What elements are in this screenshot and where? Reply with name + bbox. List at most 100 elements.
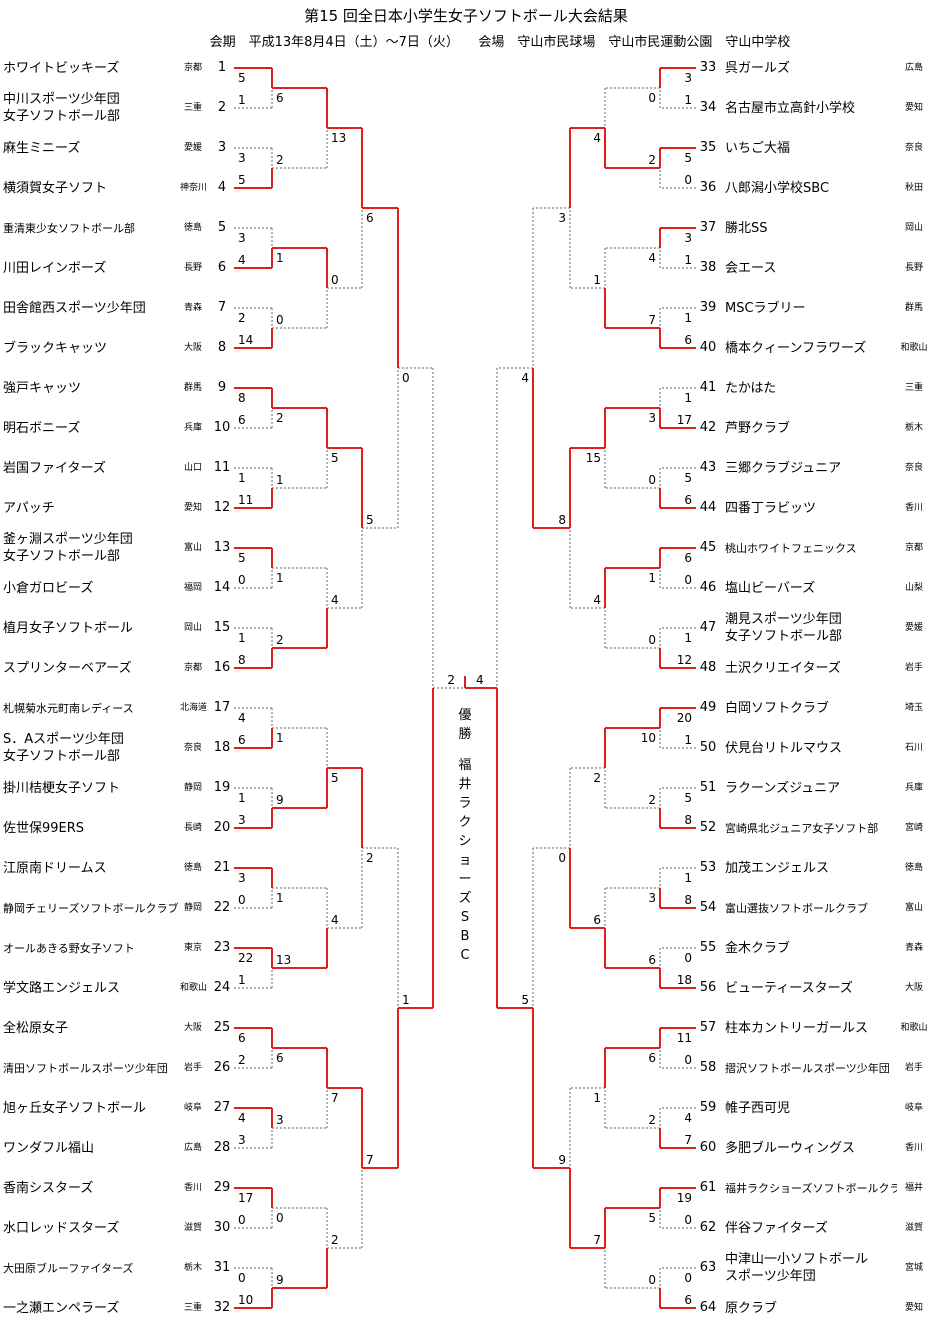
team-name: 八郎潟小学校SBC (725, 180, 830, 196)
score-label: 0 (684, 573, 692, 587)
team-row: MSCラブリー 群馬 39 (0, 288, 932, 328)
team-name: ブラックキャッツ (3, 340, 108, 356)
score-label: 1 (648, 571, 656, 585)
team-prefecture: 愛媛 (904, 623, 923, 633)
team-prefecture: 石川 (904, 743, 923, 753)
champion-title: 優勝 (458, 708, 472, 742)
score-label: 3 (684, 71, 692, 85)
team-prefecture: 三重 (183, 1303, 202, 1313)
team-number: 55 (699, 940, 717, 955)
score-label: 6 (684, 551, 692, 565)
team-number: 29 (213, 1180, 231, 1195)
final-score-right: 4 (476, 673, 484, 687)
team-name: 富山選抜ソフトボールクラブ (725, 901, 868, 915)
team-number: 13 (213, 540, 231, 555)
score-label: 0 (238, 893, 246, 907)
team-name: 中川スポーツ少年団女子ソフトボール部 (3, 92, 121, 124)
score-label: 4 (648, 251, 656, 265)
team-prefecture: 香川 (904, 1143, 923, 1153)
team-name: 中津山一小ソフトボールスポーツ少年団 (725, 1252, 869, 1284)
team-prefecture: 宮城 (904, 1263, 923, 1273)
team-prefecture: 長野 (904, 263, 923, 273)
team-number: 31 (213, 1260, 231, 1275)
score-label: 5 (684, 791, 692, 805)
team-name: スプリンターベアーズ (3, 660, 132, 676)
score-label: 3 (238, 1133, 246, 1147)
team-number: 12 (213, 500, 231, 515)
team-number: 39 (699, 300, 717, 315)
score-label: 2 (593, 771, 601, 785)
score-label: 1 (593, 273, 601, 287)
score-label: 4 (593, 593, 601, 607)
team-name: 塩山ビーバーズ (725, 580, 816, 596)
score-label: 8 (684, 893, 692, 907)
score-label: 9 (558, 1153, 566, 1167)
score-label: 20 (677, 711, 692, 725)
team-name: 芦野クラブ (725, 420, 791, 436)
team-number: 42 (699, 420, 717, 435)
team-name: 桃山ホワイトフェニックス (725, 541, 857, 555)
team-name: 摺沢ソフトボールスポーツ少年団 (725, 1061, 890, 1075)
team-name: MSCラブリー (725, 300, 806, 316)
score-label: 8 (238, 653, 246, 667)
score-label: 9 (276, 1273, 284, 1287)
score-label: 1 (684, 733, 692, 747)
score-label: 7 (331, 1091, 339, 1105)
team-prefecture: 岩手 (904, 1063, 923, 1073)
score-label: 1 (276, 473, 284, 487)
score-label: 1 (684, 311, 692, 325)
team-number: 25 (213, 1020, 231, 1035)
score-label: 5 (331, 451, 339, 465)
team-prefecture: 群馬 (904, 303, 923, 313)
team-number: 33 (699, 60, 717, 75)
team-prefecture: 兵庫 (183, 423, 202, 433)
team-name: 多肥ブルーウィングス (725, 1140, 856, 1156)
team-name: 明石ボニーズ (3, 420, 81, 436)
score-label: 1 (238, 471, 246, 485)
team-name: 旭ヶ丘女子ソフトボール (3, 1100, 147, 1116)
team-name: 福井ラクショーズソフトボールクラブ (725, 1181, 897, 1195)
score-label: 1 (684, 631, 692, 645)
team-number: 57 (699, 1020, 717, 1035)
score-label: 0 (331, 273, 339, 287)
score-label: 6 (684, 333, 692, 347)
score-label: 0 (684, 1213, 692, 1227)
team-number: 23 (213, 940, 231, 955)
team-number: 26 (213, 1060, 231, 1075)
team-number: 14 (213, 580, 231, 595)
team-name: 白岡ソフトクラブ (725, 700, 830, 716)
team-number: 1 (217, 60, 227, 75)
team-prefecture: 徳島 (183, 223, 202, 233)
team-name: 帷子西可児 (725, 1100, 791, 1116)
team-name: 学文路エンジェルス (3, 980, 121, 996)
score-label: 18 (677, 973, 692, 987)
team-name: 静岡チェリーズソフトボールクラブ (3, 901, 179, 915)
team-prefecture: 徳島 (183, 863, 202, 873)
score-label: 3 (238, 871, 246, 885)
score-label: 3 (648, 891, 656, 905)
team-prefecture: 和歌山 (180, 983, 208, 993)
team-prefecture: 東京 (183, 943, 202, 953)
